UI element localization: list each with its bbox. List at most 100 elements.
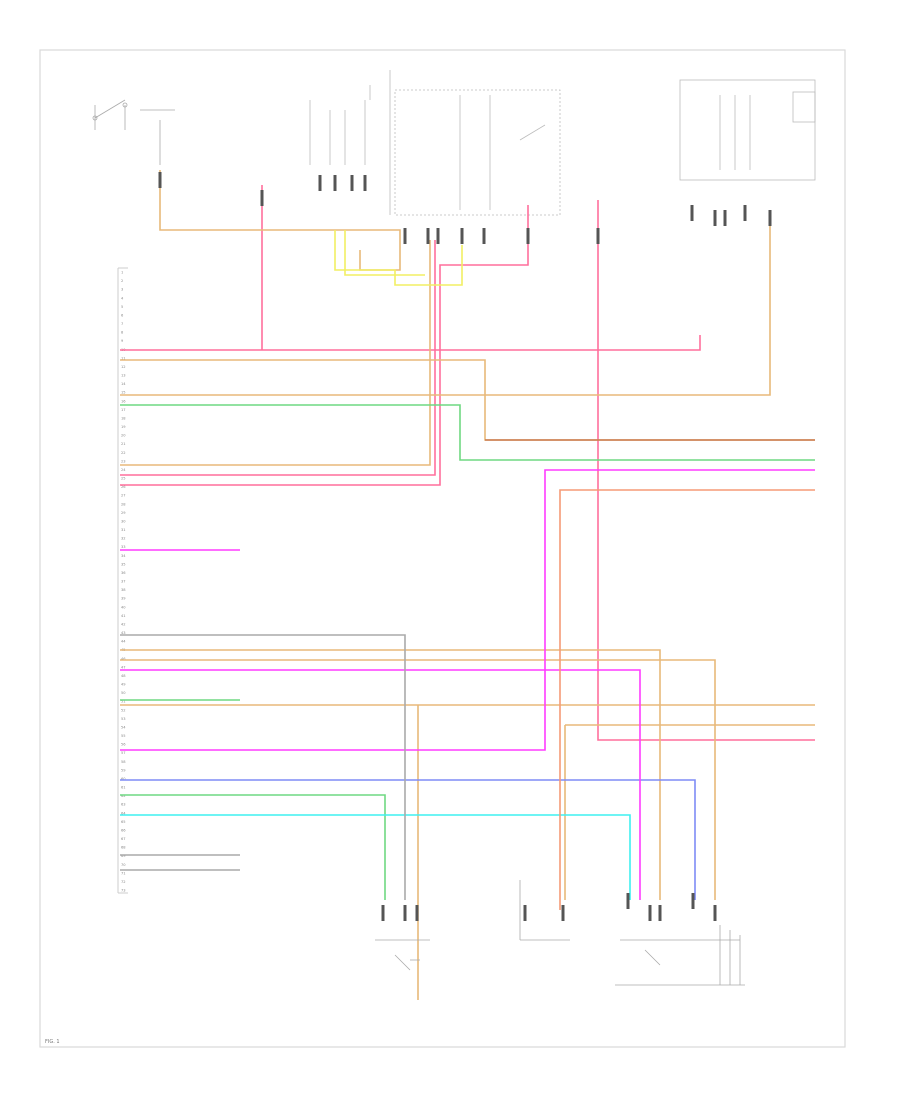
connector-plug [350, 175, 354, 191]
ecm-pin-number: 22 [121, 451, 126, 455]
ecm-pin-number: 59 [121, 768, 126, 772]
wire-pink [120, 205, 529, 486]
ecm-pin-number: 7 [121, 322, 123, 326]
ecm-pin-number: 49 [121, 683, 126, 687]
ecm-pin-number: 53 [121, 717, 126, 721]
connector-plug [426, 228, 430, 244]
ecm-pin-number: 3 [121, 288, 123, 292]
wire-tan [564, 724, 815, 900]
ecm-pin-number: 33 [121, 545, 126, 549]
wire-green [120, 404, 815, 461]
ecm-pin-number: 64 [121, 811, 126, 815]
ecm-pin-number: 66 [121, 828, 126, 832]
connector-plug [626, 893, 630, 909]
wire-gray [120, 634, 406, 900]
ecm-pin-number: 41 [121, 614, 126, 618]
ecm-pin-number: 6 [121, 313, 124, 317]
ecm-pin-number: 29 [121, 511, 126, 515]
ecm-pin-number: 34 [121, 554, 126, 558]
connector-plug [436, 228, 440, 244]
ecm-pin-number: 39 [121, 597, 126, 601]
ecm-pin-number: 35 [121, 562, 126, 566]
ecm-pin-number: 4 [121, 296, 124, 300]
connector-plug [158, 172, 162, 188]
accelerator-pedal-sensor [615, 925, 745, 986]
connector-plug [260, 190, 264, 206]
ecm-pin-number: 69 [121, 854, 126, 858]
ecm-pin-number: 68 [121, 846, 126, 850]
ecm-pin-number: 25 [121, 477, 126, 481]
ecm-pin-number: 23 [121, 459, 126, 463]
ecm-pin-number: 11 [121, 356, 126, 360]
wire-yellow [344, 230, 425, 276]
connector-plug [333, 175, 337, 191]
ecm-pin-number: 52 [121, 708, 126, 712]
relay-box [309, 70, 561, 216]
ecm-pin-number: 5 [121, 305, 123, 309]
connector-plug [648, 905, 652, 921]
connector-plug [403, 228, 407, 244]
ecm-pin-number: 65 [121, 820, 126, 824]
connector-plug [526, 228, 530, 244]
connector-plug [318, 175, 322, 191]
wire-green [120, 794, 386, 900]
wire-pink [120, 240, 436, 476]
ecm-pin-number: 15 [121, 391, 126, 395]
connector-plug [658, 905, 662, 921]
ecm-pin-number: 43 [121, 631, 126, 635]
connector-plug [460, 228, 464, 244]
ecm-pin-number: 42 [121, 622, 126, 626]
ecm-pin-numbers: 1234567891011121314151617181920212223242… [121, 271, 126, 893]
wire-magenta [120, 669, 641, 900]
ecm-pin-number: 62 [121, 794, 126, 798]
fuel-tank-pressure-sensor [375, 939, 430, 971]
ecm-pin-number: 36 [121, 571, 126, 575]
connector-plug [381, 905, 385, 921]
connector-plug [723, 210, 727, 226]
ecm-pin-number: 17 [121, 408, 126, 412]
ecm-pin-number: 56 [121, 743, 126, 747]
ecm-pin-number: 37 [121, 580, 126, 584]
wire-yellow [334, 230, 463, 286]
ecm-pin-number: 38 [121, 588, 126, 592]
ecm-pin-number: 18 [121, 416, 126, 420]
ecm-pin-number: 73 [121, 889, 126, 893]
ecm-pin-number: 20 [121, 434, 126, 438]
ecm-pin-number: 8 [121, 331, 124, 335]
connector-plug [523, 905, 527, 921]
ecm-pin-number: 57 [121, 751, 126, 755]
wire-cyan [120, 814, 631, 900]
ecm-pin-number: 31 [121, 528, 126, 532]
wire-magenta [120, 469, 815, 751]
connector-plug [743, 205, 747, 221]
ecm-pin-number: 30 [121, 519, 126, 523]
ecm-pin-number: 51 [121, 700, 126, 704]
ecm-pin-number: 2 [121, 279, 123, 283]
wire-tan [120, 359, 815, 441]
wire-tan [120, 659, 716, 900]
ecm-pin-number: 60 [121, 777, 126, 781]
ecm-connector: 1234567891011121314151617181920212223242… [117, 267, 128, 894]
ecm-pin-number: 67 [121, 837, 126, 841]
connector-plug [403, 905, 407, 921]
ecm-pin-number: 12 [121, 365, 126, 369]
ecm-pin-number: 47 [121, 665, 126, 669]
ecm-pin-number: 24 [121, 468, 126, 472]
ecm-pin-number: 58 [121, 760, 126, 764]
wire-pink [120, 335, 701, 351]
ecm-pin-number: 19 [121, 425, 126, 429]
ecm-pin-number: 63 [121, 803, 126, 807]
ecm-pin-number: 72 [121, 880, 126, 884]
connector-plug [561, 905, 565, 921]
ecm-pin-number: 40 [121, 605, 126, 609]
throttle-body-box [679, 79, 816, 181]
ecm-pin-number: 48 [121, 674, 126, 678]
wire-tan [120, 649, 661, 900]
ecm-pin-number: 50 [121, 691, 126, 695]
ecm-pin-number: 13 [121, 374, 126, 378]
ecm-pin-number: 70 [121, 863, 126, 867]
ecm-pin-number: 16 [121, 399, 126, 403]
ecm-pin-number: 55 [121, 734, 126, 738]
ecm-pin-number: 54 [121, 725, 126, 729]
